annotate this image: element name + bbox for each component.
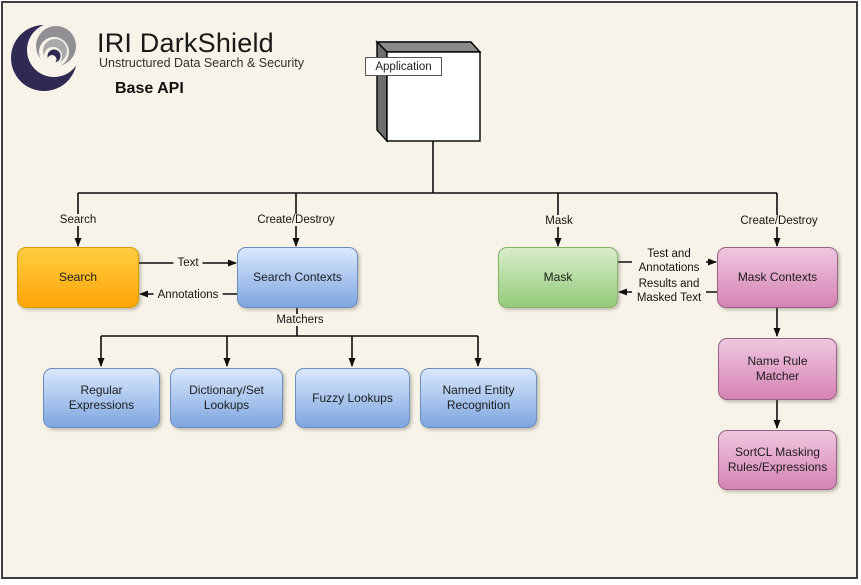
edge-label-annotations: Annotations bbox=[153, 289, 223, 301]
page-title: Base API bbox=[115, 80, 184, 97]
node-sortcl-masking-rules: SortCL Masking Rules/Expressions bbox=[718, 430, 837, 490]
edge-label-results-and-masked-text: Results and Masked Text bbox=[632, 278, 706, 306]
node-named-entity-recognition-label: Named Entity Recognition bbox=[442, 383, 515, 412]
edge-label-mask: Mask bbox=[541, 215, 577, 227]
node-search: Search bbox=[17, 247, 139, 308]
node-name-rule-matcher-label: Name Rule Matcher bbox=[747, 354, 808, 383]
node-regular-expressions: Regular Expressions bbox=[43, 368, 160, 428]
node-mask-contexts-label: Mask Contexts bbox=[737, 270, 818, 284]
application-node-label: Application bbox=[365, 57, 442, 76]
node-mask-label: Mask bbox=[543, 270, 573, 284]
edge-label-create-destroy-mask: Create/Destroy bbox=[736, 215, 822, 227]
node-mask-contexts: Mask Contexts bbox=[717, 247, 838, 308]
node-search-contexts-label: Search Contexts bbox=[253, 270, 342, 284]
edge-label-text: Text bbox=[173, 257, 203, 269]
node-named-entity-recognition: Named Entity Recognition bbox=[420, 368, 537, 428]
node-dictionary-set-lookups-label: Dictionary/Set Lookups bbox=[189, 383, 264, 412]
node-search-contexts: Search Contexts bbox=[237, 247, 358, 308]
node-fuzzy-lookups: Fuzzy Lookups bbox=[295, 368, 410, 428]
brand-title: IRI DarkShield bbox=[97, 28, 274, 58]
node-name-rule-matcher: Name Rule Matcher bbox=[718, 338, 837, 400]
node-dictionary-set-lookups: Dictionary/Set Lookups bbox=[170, 368, 283, 428]
edge-label-matchers: Matchers bbox=[272, 314, 328, 326]
edge-label-create-destroy-search: Create/Destroy bbox=[253, 214, 339, 226]
node-sortcl-masking-rules-label: SortCL Masking Rules/Expressions bbox=[727, 445, 828, 474]
node-regular-expressions-label: Regular Expressions bbox=[68, 383, 135, 412]
edge-label-search: Search bbox=[55, 214, 101, 226]
node-search-label: Search bbox=[58, 270, 98, 284]
edge-label-test-and-annotations: Test and Annotations bbox=[632, 248, 706, 276]
brand-tagline: Unstructured Data Search & Security bbox=[99, 56, 304, 70]
node-fuzzy-lookups-label: Fuzzy Lookups bbox=[312, 390, 393, 405]
node-mask: Mask bbox=[498, 247, 618, 308]
